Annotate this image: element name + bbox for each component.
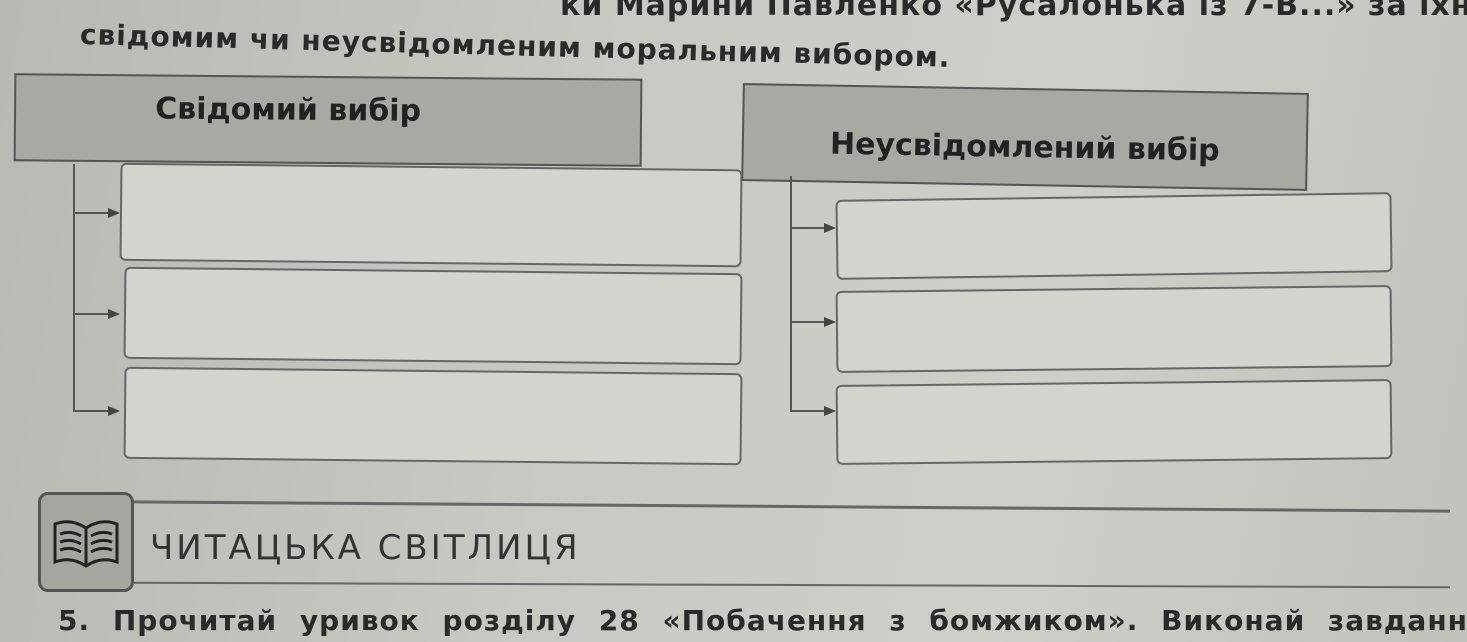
right-branch-1 (790, 227, 830, 229)
section-rule-top (130, 500, 1450, 513)
right-connector (790, 176, 792, 412)
arrow-icon (108, 406, 120, 416)
left-connector (73, 164, 75, 412)
section-rule-bottom (130, 581, 1450, 589)
conscious-choice-title: Свідомий вибір (155, 90, 422, 129)
unconscious-choice-title: Неусвідомлений вибір (829, 126, 1220, 168)
open-book-icon (38, 492, 134, 592)
conscious-choice-header: Свідомий вибір (13, 73, 643, 167)
unconscious-answer-box-3[interactable] (835, 379, 1393, 465)
conscious-answer-box-3[interactable] (123, 366, 743, 466)
unconscious-choice-header: Неусвідомлений вибір (741, 83, 1309, 191)
arrow-icon (108, 309, 120, 319)
arrow-icon (824, 317, 836, 327)
arrow-icon (824, 406, 836, 416)
conscious-answer-box-1[interactable] (119, 162, 743, 268)
right-branch-2 (790, 321, 830, 323)
left-branch-2 (73, 313, 113, 315)
section-title: ЧИТАЦЬКА СВІТЛИЦЯ (150, 528, 581, 568)
task-5-text: 5. Прочитай уривок розділу 28 «Побачення… (58, 604, 1467, 637)
unconscious-answer-box-2[interactable] (835, 285, 1393, 373)
arrow-icon (108, 208, 120, 218)
left-branch-3 (73, 410, 113, 412)
right-branch-3 (790, 410, 830, 412)
left-branch-1 (73, 212, 113, 214)
unconscious-answer-box-1[interactable] (835, 192, 1393, 280)
instruction-line-2: свідомим чи неусвідомленим моральним виб… (79, 18, 951, 74)
instruction-line-1: ки Марини Павленко «Русалонька із 7-В...… (560, 0, 1467, 23)
conscious-answer-box-2[interactable] (123, 266, 743, 366)
arrow-icon (824, 223, 836, 233)
